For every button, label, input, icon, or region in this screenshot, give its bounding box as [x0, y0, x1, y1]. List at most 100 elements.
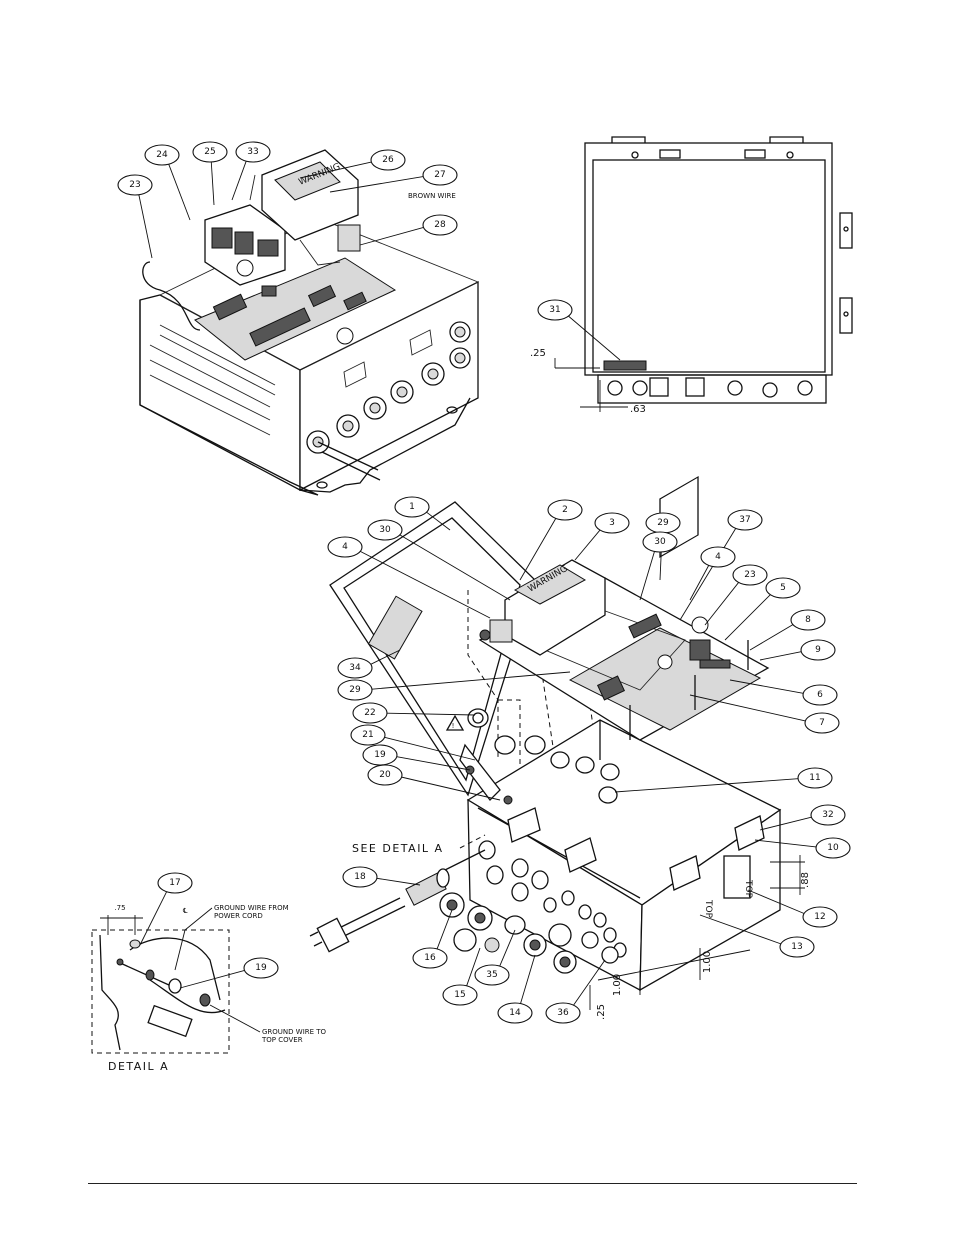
balloon-number: 26	[382, 155, 394, 165]
balloon-number: 24	[156, 150, 168, 160]
power-plug	[317, 918, 348, 951]
balloon-number: 1	[409, 502, 415, 512]
dim-63-top-right: .63	[630, 404, 646, 415]
see-detail-a-note: SEE DETAIL A	[352, 842, 444, 855]
balloon-number: 12	[814, 912, 825, 922]
balloon-number: 10	[827, 843, 839, 853]
dim-100-a: 1.00	[612, 974, 623, 996]
balloon-number: 30	[654, 537, 666, 547]
ground-note-to-1: GROUND WIRE TO	[262, 1028, 327, 1036]
dim-100-b: 1.00	[702, 951, 713, 973]
ground-note-to-2: TOP COVER	[261, 1036, 303, 1044]
balloon-number: 25	[204, 147, 215, 157]
balloon-number: 11	[809, 773, 820, 783]
callout-m15: 15	[443, 948, 480, 1005]
balloon-number: 35	[486, 970, 497, 980]
balloon-number: 18	[354, 872, 366, 882]
callout-m9: 9	[760, 640, 835, 660]
top-left-assembly-view: WARNING BROWN WIRE	[140, 150, 478, 495]
balloon-number: 29	[349, 685, 361, 695]
leader-line	[725, 595, 770, 640]
callout-tl23: 23	[118, 175, 152, 258]
leader-line	[377, 878, 420, 885]
callout-m16: 16	[413, 910, 452, 968]
leader-line	[140, 892, 167, 945]
balloon-number: 19	[374, 750, 386, 760]
leader-line	[500, 930, 515, 966]
balloon-number: 3	[609, 518, 615, 528]
balloon-number: 23	[129, 180, 140, 190]
balloon-number: 7	[819, 718, 825, 728]
balloon-number: 4	[715, 552, 721, 562]
callout-m30b: 30	[640, 532, 677, 600]
balloon-number: 29	[657, 518, 669, 528]
leader-line	[705, 582, 739, 625]
callout-m23: 23	[705, 565, 767, 625]
balloon-number: 19	[255, 963, 267, 973]
dim-75-detail: .75	[114, 904, 125, 912]
balloon-number: 31	[549, 305, 560, 315]
balloon-number: 17	[169, 878, 180, 888]
detail-a: .75 ℄ GROUND WIRE FROM POWER CORD GROUND…	[92, 904, 327, 1073]
leader-line	[640, 551, 654, 600]
balloon-number: 8	[805, 615, 811, 625]
centerline-mark: ℄	[183, 907, 188, 915]
leader-line	[232, 161, 246, 200]
balloon-number: 6	[817, 690, 823, 700]
detail-a-frame	[92, 930, 229, 1053]
callout-m18: 18	[343, 867, 420, 887]
balloon-number: 20	[379, 770, 391, 780]
balloon-number: 15	[454, 990, 465, 1000]
balloon-number: 33	[247, 147, 258, 157]
footer-rule	[88, 1183, 857, 1184]
leader-line	[760, 652, 801, 660]
callout-m3: 3	[575, 513, 629, 560]
top-right-front-view: .25 .63	[530, 137, 852, 415]
leader-line	[211, 162, 214, 205]
dim-25-main: .25	[596, 1004, 607, 1020]
balloon-number: 23	[744, 570, 755, 580]
leader-line	[575, 530, 600, 560]
detail-a-title: DETAIL A	[108, 1060, 169, 1073]
balloon-number: 4	[342, 542, 348, 552]
leader-line	[169, 164, 190, 220]
balloon-number: 16	[424, 953, 436, 963]
callout-m14: 14	[498, 955, 535, 1023]
front-view-gland-strip	[598, 375, 826, 403]
balloon-number: 28	[434, 220, 446, 230]
balloon-number: 32	[822, 810, 833, 820]
leader-line	[574, 960, 605, 1005]
balloon-number: 5	[780, 583, 786, 593]
balloon-number: 27	[434, 170, 445, 180]
balloon-number: 21	[362, 730, 373, 740]
ground-note-from-2: POWER CORD	[214, 912, 263, 920]
balloon-number: 9	[815, 645, 821, 655]
terminal-block	[338, 225, 360, 251]
top-label-12: TOP	[743, 879, 753, 899]
leader-line	[680, 528, 736, 620]
brown-wire-note: BROWN WIRE	[408, 192, 456, 200]
leader-line	[750, 625, 793, 650]
balloon-number: 36	[557, 1008, 569, 1018]
balloon-number: 13	[791, 942, 802, 952]
ground-note-from-1: GROUND WIRE FROM	[214, 904, 289, 912]
top-label-13: TOP	[703, 899, 713, 919]
leader-line	[180, 970, 244, 988]
balloon-number: 2	[562, 505, 568, 515]
callout-tl25: 25	[193, 142, 227, 205]
leader-line	[521, 955, 535, 1004]
balloon-number: 34	[349, 663, 361, 673]
front-cover-outline	[585, 143, 832, 375]
dim-25-top-right: .25	[530, 348, 546, 359]
leader-line	[690, 565, 709, 600]
balloon-number: 30	[379, 525, 391, 535]
svg-text:!: !	[452, 722, 455, 730]
callout-m5: 5	[725, 578, 800, 640]
leader-line	[360, 227, 424, 245]
serial-label	[604, 361, 646, 370]
balloon-number: 37	[739, 515, 750, 525]
leader-line	[437, 910, 452, 949]
leader-line	[139, 195, 152, 258]
dim-88: .88	[800, 872, 811, 888]
